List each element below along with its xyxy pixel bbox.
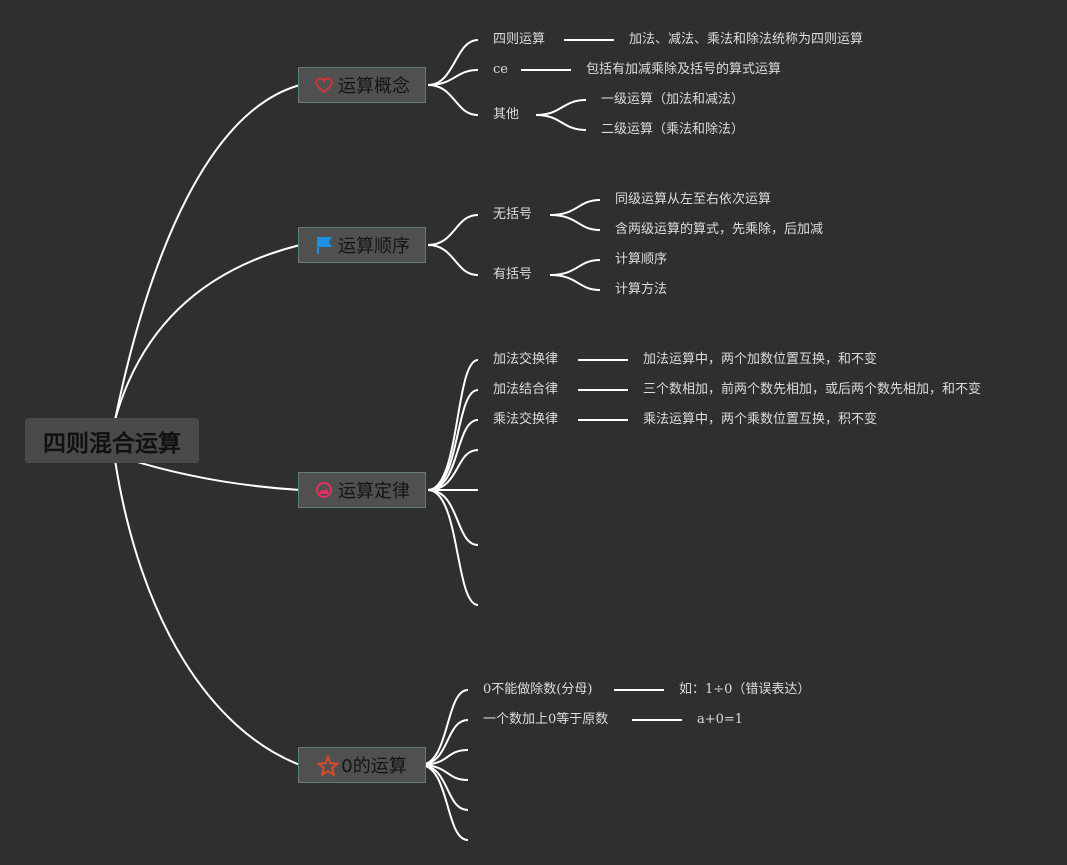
- order-link-1: [427, 214, 479, 246]
- laws-link-3: [427, 419, 479, 491]
- leaf-note[interactable]: 乘法运算中，两个乘数位置互换，积不变: [643, 412, 878, 427]
- laws-link-1: [427, 359, 479, 491]
- leaf-note[interactable]: a+0=1: [697, 712, 744, 727]
- concept-link-3: [427, 84, 479, 116]
- root-link-order: [114, 244, 301, 421]
- zero-link-1: [419, 689, 469, 766]
- branch-label: 运算顺序: [338, 236, 410, 257]
- cloud-icon: [314, 480, 334, 500]
- root-link-zero: [114, 459, 301, 766]
- leaf-topic[interactable]: 一个数加上0等于原数: [483, 712, 609, 727]
- leaf-subtopic[interactable]: 二级运算（乘法和除法）: [601, 122, 745, 137]
- branch-label: 运算定律: [338, 481, 410, 502]
- leaf-topic[interactable]: ce: [493, 62, 508, 77]
- leaf-subtopic[interactable]: 含两级运算的算式，先乘除，后加减: [615, 222, 824, 237]
- order-link-2: [427, 244, 479, 276]
- laws-link-7: [427, 489, 479, 606]
- leaf-topic[interactable]: 其他: [493, 107, 520, 122]
- star-icon: [316, 754, 341, 777]
- other-link-2: [535, 114, 587, 131]
- zero-link-6: [419, 764, 469, 841]
- other-link-1: [535, 99, 587, 116]
- branch-laws[interactable]: 运算定律: [298, 472, 426, 508]
- leaf-subtopic[interactable]: 一级运算（加法和减法）: [601, 92, 745, 107]
- laws-link-4: [427, 449, 479, 491]
- leaf-subtopic[interactable]: 计算方法: [615, 282, 668, 297]
- leaf-topic[interactable]: 四则运算: [493, 32, 546, 47]
- leaf-topic[interactable]: 无括号: [493, 207, 533, 222]
- nobracket-link-1: [549, 199, 601, 216]
- leaf-topic[interactable]: 0不能做除数(分母): [483, 682, 593, 697]
- branch-zero[interactable]: 0的运算: [298, 747, 426, 783]
- laws-link-2: [427, 389, 479, 491]
- flag-icon: [314, 235, 334, 255]
- leaf-note[interactable]: 加法运算中，两个加数位置互换，和不变: [643, 352, 878, 367]
- leaf-subtopic[interactable]: 计算顺序: [615, 252, 668, 267]
- branch-order[interactable]: 运算顺序: [298, 227, 426, 263]
- branch-label: 运算概念: [338, 76, 410, 97]
- heart-icon: [314, 75, 334, 95]
- leaf-note[interactable]: 包括有加减乘除及括号的算式运算: [586, 62, 782, 77]
- leaf-topic[interactable]: 加法结合律: [493, 382, 559, 397]
- leaf-note[interactable]: 三个数相加，前两个数先相加，或后两个数先相加，和不变: [643, 382, 982, 397]
- branch-concept[interactable]: 运算概念: [298, 67, 426, 103]
- leaf-subtopic[interactable]: 同级运算从左至右依次运算: [615, 192, 772, 207]
- bracket-link-1: [549, 259, 601, 276]
- leaf-topic[interactable]: 有括号: [493, 267, 533, 282]
- branch-label: 0的运算: [341, 756, 407, 777]
- concept-link-2: [427, 69, 479, 86]
- nobracket-link-2: [549, 214, 601, 231]
- leaf-topic[interactable]: 加法交换律: [493, 352, 559, 367]
- leaf-note[interactable]: 加法、减法、乘法和除法统称为四则运算: [629, 32, 864, 47]
- bracket-link-2: [549, 274, 601, 291]
- root-link-concept: [114, 84, 301, 421]
- leaf-topic[interactable]: 乘法交换律: [493, 412, 559, 427]
- laws-link-6: [427, 489, 479, 546]
- leaf-note[interactable]: 如：1÷0（错误表达）: [679, 682, 811, 697]
- root-topic[interactable]: 四则混合运算: [25, 418, 199, 463]
